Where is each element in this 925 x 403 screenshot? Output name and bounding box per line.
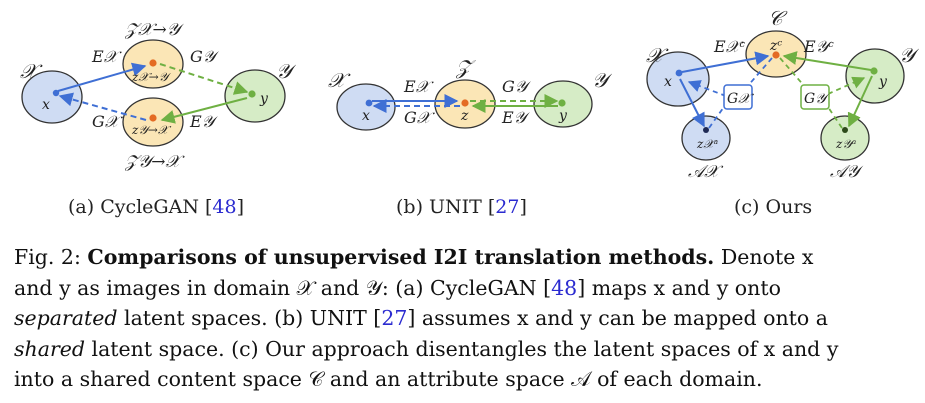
- figure-caption: Fig. 2: Comparisons of unsupervised I2I …: [14, 242, 914, 395]
- label-b-suffix: ]: [519, 196, 527, 218]
- label-x: x: [362, 108, 370, 124]
- method-comparison-figure: 𝒳 x 𝒵𝒳→𝒴 z𝒳→𝒴 z𝒴→𝒳 𝒵𝒴→𝒳 𝒴 y E𝒳 G𝒴 G𝒳 E𝒴 …: [20, 6, 920, 182]
- domain-x-ellipse: [21, 70, 83, 124]
- label-Gx: G𝒳: [404, 108, 436, 127]
- citation-link-27[interactable]: 27: [495, 196, 520, 218]
- label-z: z: [460, 108, 469, 124]
- caption-line-2: and y as images in domain 𝒳 and 𝒴: (a) C…: [14, 273, 914, 304]
- label-zyx-inner: z𝒴→𝒳: [131, 123, 172, 137]
- label-b-prefix: (b) UNIT [: [396, 196, 496, 218]
- caption-line2-text: and y as images in domain 𝒳 and 𝒴: (a) C…: [14, 275, 552, 300]
- arrow-ex-solid: [57, 62, 147, 92]
- caption-line-3: separated latent spaces. (b) UNIT [27] a…: [14, 303, 914, 334]
- panel-a-cyclegan: 𝒳 x 𝒵𝒳→𝒴 z𝒳→𝒴 z𝒴→𝒳 𝒵𝒴→𝒳 𝒴 y E𝒳 G𝒴 G𝒳 E𝒴: [20, 20, 297, 172]
- label-domain-Y: 𝒴: [592, 68, 613, 92]
- arrow-gx-to-x-dashed: [687, 80, 727, 97]
- label-x: x: [42, 97, 50, 113]
- label-Gy: G𝒴: [190, 47, 220, 66]
- label-y: y: [558, 108, 568, 124]
- label-Zxy-title: 𝒵𝒳→𝒴: [124, 20, 185, 40]
- label-Gy: G𝒴: [804, 91, 830, 107]
- subfigure-label-a: (a) CycleGAN [48]: [68, 196, 244, 218]
- dot-y: [558, 99, 566, 107]
- label-domain-X: 𝒳: [328, 68, 351, 92]
- arrow-gx-dashed: [58, 92, 147, 121]
- label-y: y: [878, 74, 888, 90]
- caption-shared: shared: [14, 336, 85, 361]
- arrow-zya-to-gy-dashed: [825, 103, 843, 129]
- label-content-C: 𝒞: [768, 6, 788, 30]
- domain-y-ellipse: [845, 48, 905, 104]
- panel-b-unit: 𝒳 x 𝒵 z 𝒴 y E𝒳 G𝒳 G𝒴 E𝒴: [328, 55, 613, 131]
- dot-x: [675, 69, 683, 77]
- label-zxa: z𝒳ᵃ: [696, 137, 718, 151]
- subfigure-label-c: (c) Ours: [734, 196, 813, 218]
- caption-line2-rest: ] maps x and y onto: [577, 275, 781, 300]
- label-Gx: G𝒳: [727, 91, 754, 107]
- label-Ex: E𝒳: [403, 77, 435, 96]
- arrow-gy-to-y-dashed: [827, 76, 866, 95]
- label-y: y: [259, 91, 269, 107]
- arrow-x-to-zxa-solid: [679, 78, 705, 128]
- dot-x: [365, 99, 373, 107]
- label-domain-Z: 𝒵: [455, 55, 476, 79]
- caption-fig-label: Fig. 2:: [14, 245, 88, 269]
- latent-zyx-ellipse: [122, 97, 184, 147]
- arrow-zc-to-gx-dashed: [745, 57, 773, 89]
- citation-link-27[interactable]: 27: [381, 306, 408, 330]
- dot-x: [52, 89, 60, 97]
- gy-box: [800, 84, 830, 110]
- label-domain-Y: 𝒴: [899, 43, 920, 67]
- label-zxy-inner: z𝒳→𝒴: [131, 70, 172, 84]
- caption-title: Comparisons of unsupervised I2I translat…: [87, 245, 715, 269]
- arrow-eyc-solid: [782, 51, 872, 71]
- label-zc: zᶜ: [769, 38, 782, 54]
- arrow-gy-dashed: [159, 63, 249, 95]
- panel-c-ours: 𝒳 x 𝒞 zᶜ 𝒴 y E𝒳ᶜ E𝒴ᶜ G𝒳 G𝒴 z𝒳ᵃ z𝒴ᵃ 𝒜𝒳 𝒜𝒴: [646, 6, 920, 182]
- label-Zyx-title: 𝒵𝒴→𝒳: [124, 152, 186, 172]
- label-Eyc: E𝒴ᶜ: [803, 37, 834, 56]
- dot-zya: [842, 127, 848, 133]
- arrow-zc-to-gy-dashed: [779, 57, 807, 89]
- dot-zc: [772, 51, 780, 59]
- label-domain-Y: 𝒴: [276, 59, 297, 83]
- dot-zyx: [149, 114, 157, 122]
- caption-line3-a: latent spaces. (b) UNIT [: [117, 306, 382, 330]
- arrow-zxa-to-gx-dashed: [708, 103, 727, 129]
- caption-line4-rest: latent space. (c) Our approach disentang…: [85, 336, 839, 361]
- caption-line-4: shared latent space. (c) Our approach di…: [14, 334, 914, 365]
- caption-line1-rest: Denote x: [714, 245, 814, 269]
- arrow-exc-solid: [681, 51, 770, 73]
- citation-link-48[interactable]: 48: [551, 275, 578, 300]
- label-Ex: E𝒳: [91, 47, 123, 66]
- label-Ey: E𝒴: [189, 112, 219, 131]
- label-x: x: [664, 74, 672, 90]
- caption-line-5: into a shared content space 𝒞 and an att…: [14, 367, 763, 391]
- dot-zxa: [703, 127, 709, 133]
- label-Ey: E𝒴: [501, 108, 531, 127]
- dot-y: [870, 67, 878, 75]
- arrow-y-to-zya-solid: [847, 75, 873, 128]
- caption-separated: separated: [14, 306, 118, 330]
- dot-zxy: [149, 59, 157, 67]
- label-Ay: 𝒜𝒴: [830, 162, 864, 182]
- dot-y: [248, 90, 256, 98]
- citation-link-48[interactable]: 48: [212, 196, 237, 218]
- label-a-suffix: ]: [236, 196, 245, 218]
- caption-line-1: Fig. 2: Comparisons of unsupervised I2I …: [14, 242, 914, 273]
- label-Exc: E𝒳ᶜ: [713, 37, 745, 56]
- label-zya: z𝒴ᵃ: [835, 137, 856, 151]
- dot-z: [461, 99, 469, 107]
- arrow-ey-solid: [160, 97, 248, 124]
- label-Gx: G𝒳: [92, 112, 124, 131]
- gx-box: [723, 84, 753, 110]
- label-a-prefix: (a) CycleGAN [: [68, 196, 213, 218]
- subfigure-label-b: (b) UNIT [27]: [396, 196, 527, 218]
- label-Ax: 𝒜𝒳: [688, 162, 724, 182]
- caption-line3-b: ] assumes x and y can be mapped onto a: [407, 306, 828, 330]
- domain-x-ellipse: [646, 51, 710, 107]
- label-Gy: G𝒴: [502, 77, 532, 96]
